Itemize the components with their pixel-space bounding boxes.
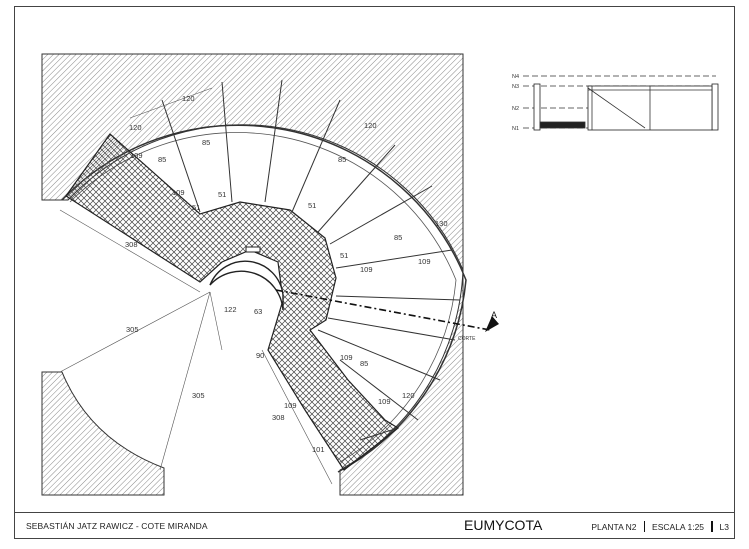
dim-label: 51 bbox=[218, 190, 226, 199]
authors-label: SEBASTIÁN JATZ RAWICZ - COTE MIRANDA bbox=[26, 521, 208, 531]
central-void bbox=[209, 260, 284, 311]
title-block: SEBASTIÁN JATZ RAWICZ - COTE MIRANDA EUM… bbox=[14, 512, 735, 539]
dim-label: 305 bbox=[192, 391, 205, 400]
dim-label: 51 bbox=[340, 251, 348, 260]
scale-label: ESCALA 1:25 bbox=[652, 521, 705, 532]
hatched-landing bbox=[65, 133, 400, 471]
wall-lower-left bbox=[41, 371, 165, 496]
dim-label: 109 bbox=[378, 397, 391, 406]
dim-label: 90 bbox=[256, 351, 264, 360]
level-label: N1 bbox=[512, 126, 519, 132]
dim-label: 120 bbox=[364, 121, 377, 130]
sheet-info: PLANTA N2 ESCALA 1:25 L3 bbox=[591, 521, 729, 532]
separator bbox=[711, 521, 713, 532]
dim-label: 85 bbox=[338, 155, 346, 164]
dim-label: 122 bbox=[224, 305, 237, 314]
separator bbox=[643, 521, 646, 532]
dim-label: 308 bbox=[125, 240, 138, 249]
dim-label: 120 bbox=[402, 391, 415, 400]
dim-label: 120 bbox=[129, 123, 142, 132]
sheet-number: L3 bbox=[719, 521, 729, 532]
dim-label: 109 bbox=[418, 257, 431, 266]
section-cut: A CORTE bbox=[275, 289, 499, 342]
outer-arc bbox=[61, 124, 467, 473]
plan-label: PLANTA N2 bbox=[591, 521, 637, 532]
dim-label: 109 bbox=[172, 188, 185, 197]
dim-label: 130 bbox=[435, 219, 448, 228]
level-label: N3 bbox=[512, 84, 519, 90]
wall-mass bbox=[41, 53, 464, 496]
dim-label: 305 bbox=[126, 325, 139, 334]
level-label: N2 bbox=[512, 106, 519, 112]
dim-label: 101 bbox=[312, 445, 325, 454]
level-label: N4 bbox=[512, 74, 519, 80]
dim-label: 85 bbox=[202, 138, 210, 147]
section-marker: A bbox=[491, 310, 497, 320]
section-label: CORTE bbox=[458, 336, 476, 342]
dim-label: 109 bbox=[360, 265, 373, 274]
project-title: EUMYCOTA bbox=[464, 517, 543, 533]
dim-label: 109 bbox=[340, 353, 353, 362]
dim-label: 85 bbox=[158, 155, 166, 164]
dim-label: 109 bbox=[284, 401, 297, 410]
dim-label: 85 bbox=[394, 233, 402, 242]
dim-label: 308 bbox=[272, 413, 285, 422]
dim-label: 51 bbox=[308, 201, 316, 210]
dim-label: 85 bbox=[360, 359, 368, 368]
dim-label: 63 bbox=[254, 307, 262, 316]
dim-label: 51 bbox=[192, 203, 200, 212]
stair-treads bbox=[161, 79, 461, 441]
dimension-lines bbox=[59, 87, 333, 485]
outer-arc-inner bbox=[69, 132, 457, 463]
dim-label: 109 bbox=[130, 151, 143, 160]
dim-label: 120 bbox=[182, 94, 195, 103]
section-elevation bbox=[523, 75, 719, 131]
